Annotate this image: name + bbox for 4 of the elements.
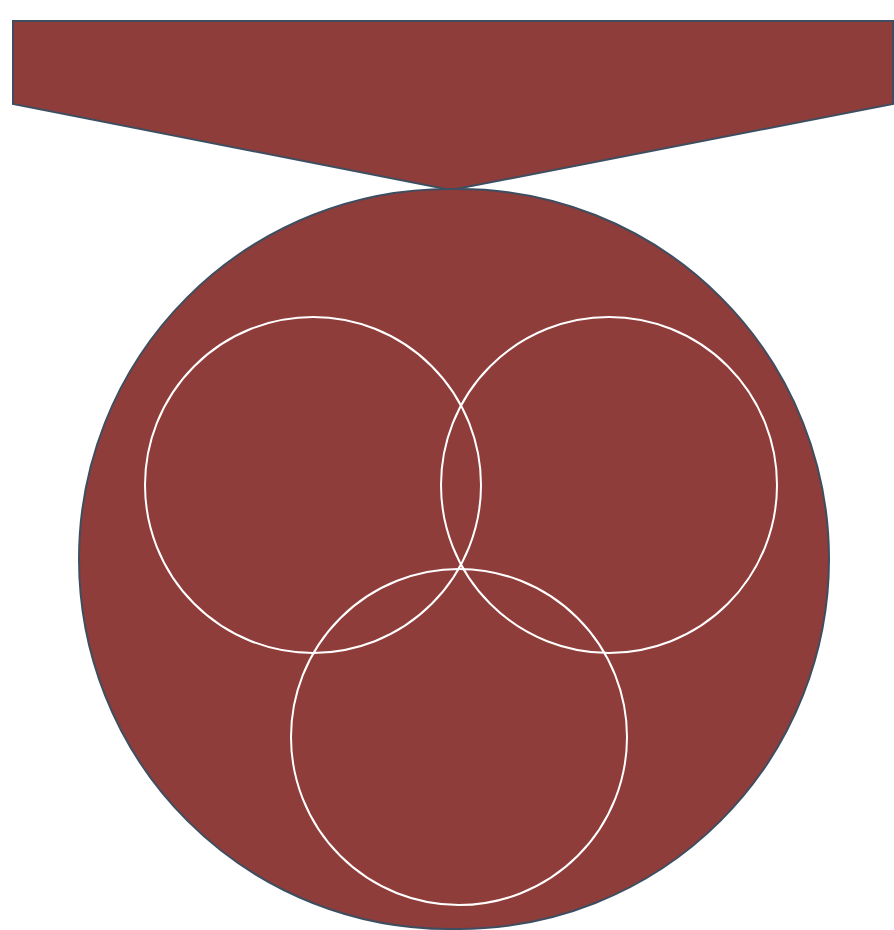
circle-outline [440, 316, 778, 654]
circle-outline [290, 568, 628, 906]
banner-shape [12, 20, 894, 192]
circle-outline [144, 316, 482, 654]
